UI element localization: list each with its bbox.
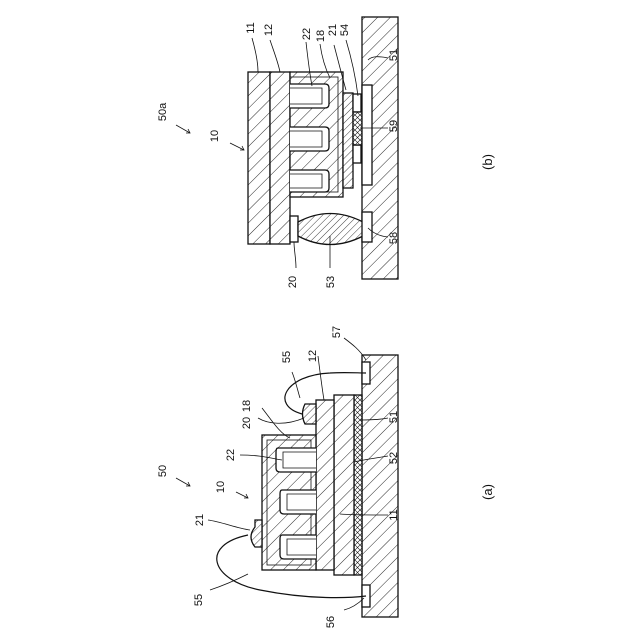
label-18-a: 18 [241, 400, 253, 412]
figure-b [248, 17, 398, 279]
label-12-b: 12 [263, 24, 275, 36]
label-21-a: 21 [194, 514, 206, 526]
pad-21-b [343, 93, 353, 188]
figure-a [217, 355, 398, 617]
label-22-a: 22 [225, 449, 237, 461]
trench-group [276, 448, 316, 559]
label-10-b: 10 [209, 130, 221, 142]
caption-a: (a) [480, 484, 495, 500]
label-56: 56 [325, 616, 337, 628]
label-51-a: 51 [388, 411, 400, 423]
land-58 [362, 212, 372, 242]
substrate-12-b [270, 72, 290, 244]
label-57: 57 [331, 326, 343, 338]
label-58: 58 [388, 232, 400, 244]
label-18-b: 18 [315, 30, 327, 42]
label-21-b: 21 [327, 24, 339, 36]
label-22-b: 22 [301, 28, 313, 40]
bump-54 [353, 94, 361, 112]
board-51 [362, 355, 398, 617]
land-upper-b [362, 85, 372, 185]
label-11-a: 11 [388, 509, 400, 520]
pad-21 [251, 520, 262, 547]
pad-20 [303, 404, 317, 424]
base-11 [334, 395, 354, 575]
label-51-b: 51 [388, 49, 400, 61]
substrate-12 [316, 400, 334, 570]
label-53: 53 [325, 276, 337, 288]
label-55-upper: 55 [281, 351, 293, 363]
bump-54-2 [353, 145, 361, 163]
trench-group-b [290, 84, 329, 192]
label-55-lower: 55 [193, 594, 205, 606]
label-54: 54 [339, 24, 351, 36]
base-11-b [248, 72, 270, 244]
caption-b: (b) [480, 154, 495, 170]
label-20-b: 20 [287, 276, 299, 288]
label-50a: 50a [157, 102, 169, 121]
underfill-59 [353, 112, 362, 145]
label-11-b: 11 [245, 22, 257, 33]
label-20-a: 20 [241, 417, 253, 429]
label-12-a: 12 [307, 350, 319, 362]
pad-20-b [290, 216, 298, 242]
label-52: 52 [388, 452, 400, 464]
label-10-a: 10 [215, 481, 227, 493]
label-59: 59 [388, 120, 400, 132]
adhesive-52 [354, 395, 362, 575]
label-50: 50 [157, 465, 169, 477]
solder-53 [298, 214, 363, 245]
